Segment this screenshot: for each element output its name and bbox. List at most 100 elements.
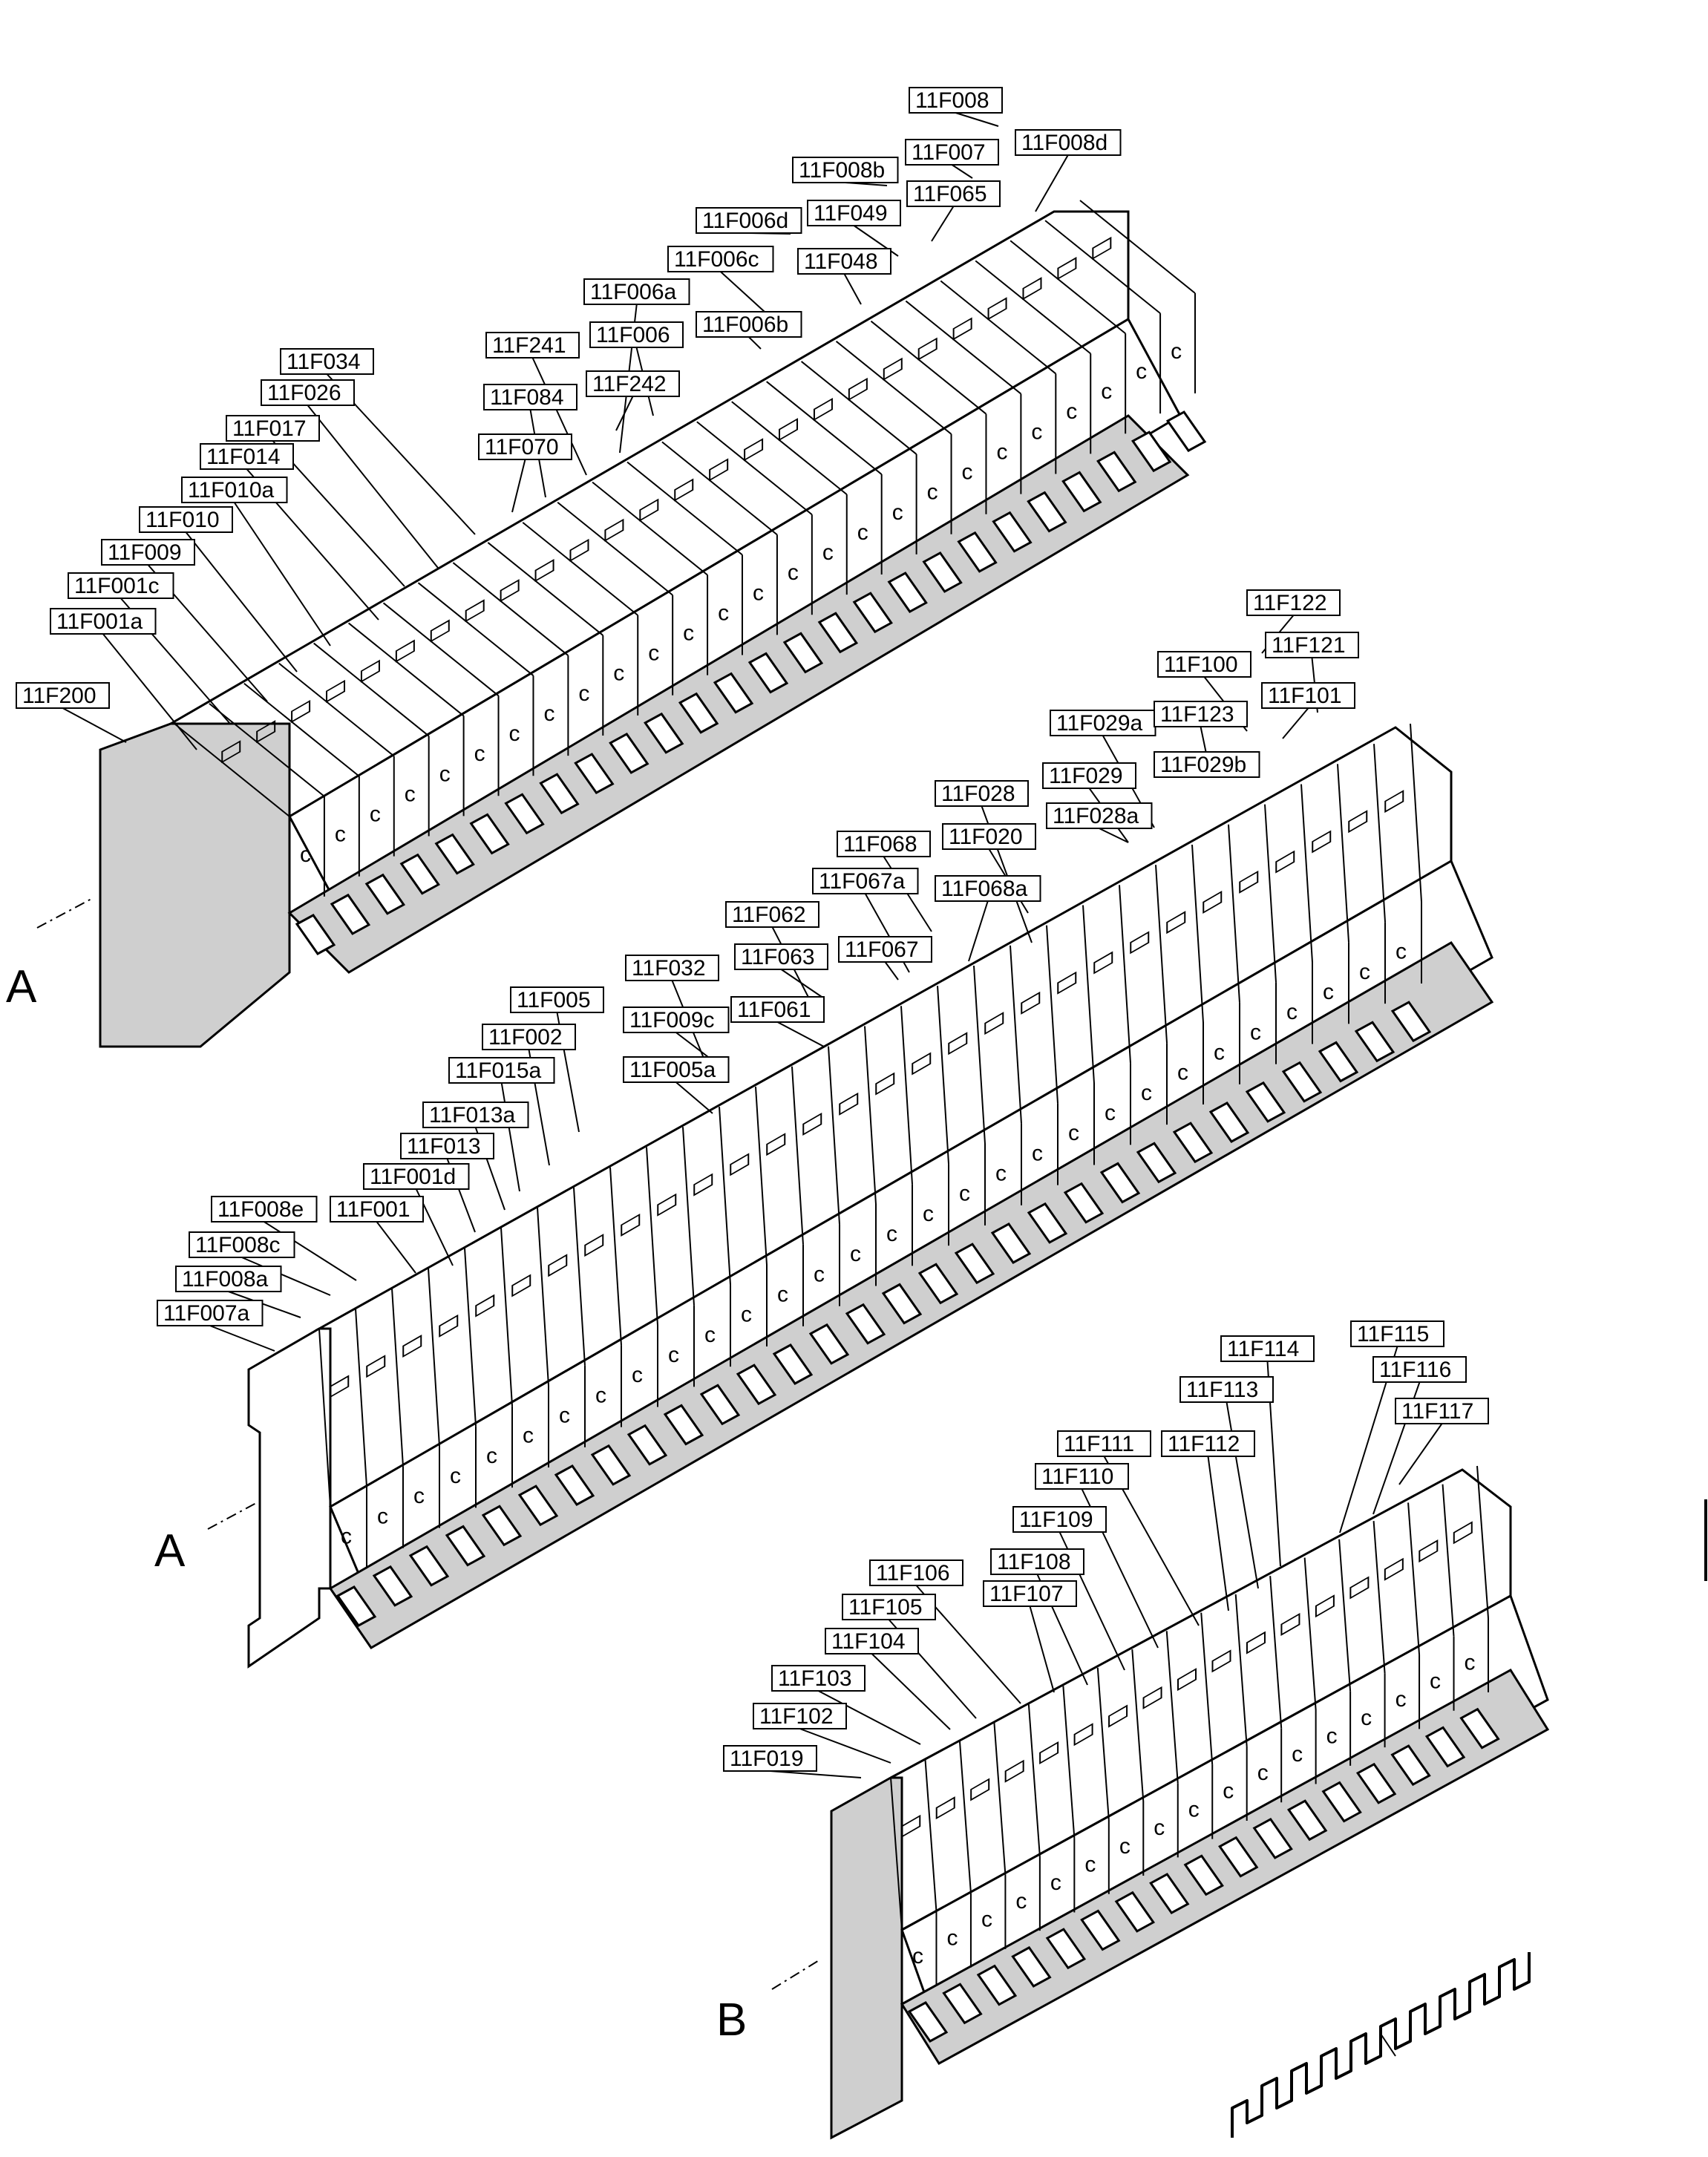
module-window	[402, 1335, 422, 1358]
label-leader-line	[884, 961, 899, 981]
module-screw-mark: c	[632, 1363, 643, 1387]
label-text: 11F123	[1160, 702, 1234, 727]
label-text: 11F242	[592, 372, 667, 396]
label-leader-line	[185, 531, 298, 672]
label-text: 11F107	[989, 1582, 1064, 1606]
label-text: 11F065	[913, 182, 987, 206]
label-box	[16, 682, 110, 709]
label-text: 11F008c	[195, 1233, 281, 1257]
module-divider	[355, 1308, 367, 1487]
module-divider	[1165, 1631, 1179, 1784]
label-text: 11F048	[804, 249, 878, 274]
label-text: 11F026	[267, 381, 341, 405]
label-text: 11F005	[517, 988, 591, 1012]
module-divider	[870, 320, 987, 415]
label-text: 11F106	[876, 1561, 950, 1585]
module-screw-mark: c	[850, 1242, 861, 1266]
breaker-lever	[1424, 1726, 1466, 1768]
module-divider	[318, 1328, 331, 1508]
breaker-lever	[942, 1983, 983, 2025]
label-box	[935, 780, 1029, 807]
label-text: 11F006b	[702, 312, 788, 337]
module-divider	[940, 280, 1056, 375]
label-box	[139, 506, 233, 533]
breaker-label: 11F241	[485, 332, 587, 476]
label-text: 11F067	[845, 937, 919, 962]
breaker-label: 11F117	[1395, 1398, 1489, 1485]
module-screw-mark: c	[814, 1262, 825, 1286]
module-screw-mark: c	[1359, 960, 1370, 984]
module-divider	[828, 1046, 840, 1225]
module-screw-mark: c	[1214, 1041, 1225, 1065]
module-window	[1021, 991, 1041, 1015]
label-box	[623, 1007, 730, 1033]
module-window	[1312, 830, 1332, 854]
module-screw-mark: c	[1292, 1742, 1303, 1767]
label-text: 11F008e	[217, 1197, 304, 1222]
module-divider	[243, 682, 360, 777]
label-box	[1057, 1430, 1151, 1457]
module-screw-mark: c	[1171, 339, 1182, 364]
module-window	[766, 1133, 786, 1156]
breaker-lever	[1286, 1799, 1328, 1842]
label-box	[448, 1057, 555, 1084]
label-leader-line	[1200, 726, 1207, 754]
module-divider	[766, 381, 883, 475]
breaker-lever	[772, 1343, 814, 1385]
label-box	[842, 1594, 936, 1620]
module-screw-mark: c	[788, 560, 799, 585]
module-divider	[1476, 1465, 1489, 1619]
module-window	[779, 418, 799, 442]
label-text: 11F070	[485, 435, 559, 459]
breaker-lever	[1354, 1021, 1395, 1063]
breaker-lever	[1252, 1817, 1293, 1859]
label-box	[589, 321, 684, 348]
label-leader-line	[770, 1770, 862, 1778]
module-divider	[609, 1167, 622, 1346]
label-text: 11F019	[730, 1747, 804, 1771]
label-text: 11F029	[1049, 764, 1123, 788]
label-text: 11F113	[1186, 1378, 1258, 1402]
module-window	[1130, 931, 1150, 955]
label-box	[189, 1231, 295, 1258]
breaker-label: 11F104	[825, 1628, 951, 1730]
label-text: 11F068	[843, 832, 917, 857]
module-screw-mark: c	[1050, 1870, 1061, 1895]
label-leader-line	[615, 396, 634, 431]
breaker-lever	[713, 672, 754, 714]
module-divider	[1337, 764, 1349, 943]
label-box	[583, 278, 690, 305]
breaker-lever	[1011, 1945, 1052, 1988]
module-window	[221, 740, 241, 764]
module-window	[1275, 850, 1295, 874]
comb-busbar-leader	[1380, 2033, 1396, 2057]
breaker-lever	[1027, 1202, 1068, 1244]
module-window	[1453, 1521, 1473, 1545]
label-text: 11F105	[848, 1595, 923, 1620]
rail-top-endcap	[99, 722, 291, 1048]
label-box	[1050, 710, 1156, 736]
module-divider	[1303, 1557, 1317, 1710]
module-screw-mark: c	[777, 1283, 788, 1307]
section-letter-middle: A	[154, 1525, 186, 1577]
module-divider	[1010, 945, 1022, 1124]
label-box	[625, 955, 719, 981]
label-text: 11F029b	[1160, 753, 1246, 777]
module-window	[1004, 1759, 1024, 1783]
module-window	[1349, 1576, 1370, 1600]
module-divider	[905, 300, 1022, 395]
label-box	[1154, 701, 1248, 727]
breaker-label: 11F242	[586, 370, 680, 431]
module-divider	[1338, 1539, 1352, 1692]
breaker-lever	[434, 833, 475, 875]
breaker-label: 11F029b	[1154, 751, 1260, 778]
module-window	[584, 1234, 604, 1257]
module-divider	[1442, 1484, 1455, 1637]
module-window	[1246, 1631, 1266, 1654]
breaker-label: 11F001	[330, 1196, 424, 1274]
breaker-lever	[747, 652, 789, 694]
module-screw-mark: c	[1141, 1081, 1152, 1105]
module-window	[984, 1012, 1004, 1035]
